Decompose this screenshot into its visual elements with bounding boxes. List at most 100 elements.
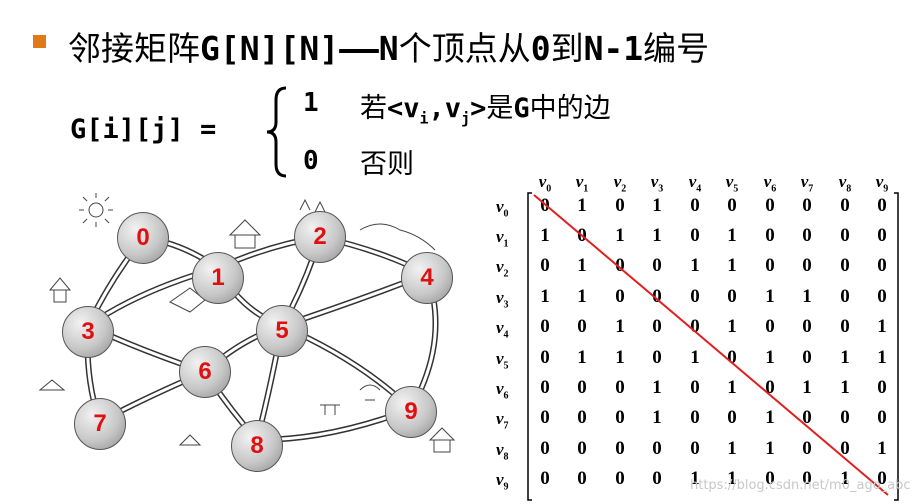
matrix-cell: 0 — [540, 347, 550, 368]
graph-node: 1 — [192, 252, 244, 304]
matrix-cell: 0 — [765, 255, 775, 276]
matrix-cell: 0 — [765, 195, 775, 216]
matrix-cell: 1 — [577, 286, 587, 307]
matrix-row-header: v8 — [496, 440, 509, 463]
graph-node: 7 — [74, 398, 126, 450]
matrix-col-header: v1 — [575, 172, 589, 195]
matrix-cell: 0 — [690, 225, 700, 246]
matrix-col-header: v9 — [875, 172, 889, 195]
matrix-cell: 1 — [802, 286, 812, 307]
matrix-col-header: v2 — [613, 172, 627, 195]
matrix-row-header: v7 — [496, 409, 509, 432]
matrix-cell: 0 — [877, 255, 887, 276]
matrix-cell: 0 — [840, 225, 850, 246]
matrix-cell: 0 — [840, 438, 850, 459]
matrix-cell: 0 — [840, 286, 850, 307]
matrix-brackets — [527, 192, 899, 501]
matrix-cell: 0 — [765, 225, 775, 246]
matrix-col-header: v6 — [763, 172, 777, 195]
matrix-cell: 1 — [877, 438, 887, 459]
graph-node: 9 — [385, 386, 437, 438]
matrix-cell: 0 — [840, 255, 850, 276]
matrix-cell: 1 — [765, 347, 775, 368]
matrix-cell: 0 — [877, 225, 887, 246]
matrix-cell: 0 — [540, 438, 550, 459]
matrix-row-header: v6 — [496, 379, 509, 402]
matrix-col-header: v8 — [838, 172, 852, 195]
matrix-cell: 0 — [690, 377, 700, 398]
matrix-cell: 0 — [690, 438, 700, 459]
matrix-cell: 0 — [652, 347, 662, 368]
matrix-col-header: v3 — [650, 172, 664, 195]
matrix-cell: 0 — [690, 286, 700, 307]
matrix-cell: 1 — [877, 347, 887, 368]
matrix-col-header: v4 — [688, 172, 702, 195]
matrix-row-header: v2 — [496, 257, 509, 280]
matrix-cell: 0 — [877, 195, 887, 216]
matrix-col-header: v0 — [538, 172, 552, 195]
matrix-cell: 0 — [802, 195, 812, 216]
matrix-cell: 0 — [615, 377, 625, 398]
matrix-row-header: v3 — [496, 288, 509, 311]
matrix-cell: 1 — [652, 377, 662, 398]
matrix-cell: 0 — [727, 286, 737, 307]
matrix-cell: 1 — [727, 316, 737, 337]
matrix-cell: 0 — [652, 468, 662, 489]
matrix-cell: 1 — [540, 225, 550, 246]
matrix-cell: 0 — [802, 255, 812, 276]
matrix-cell: 0 — [577, 225, 587, 246]
matrix-cell: 0 — [877, 286, 887, 307]
definition-condition: 若<vi,vj>是G中的边 — [360, 93, 611, 128]
matrix-cell: 1 — [727, 225, 737, 246]
matrix-cell: 0 — [577, 407, 587, 428]
graph-node: 2 — [294, 211, 346, 263]
matrix-cell: 1 — [652, 407, 662, 428]
matrix-cell: 0 — [727, 407, 737, 428]
matrix-cell: 0 — [840, 316, 850, 337]
matrix-cell: 1 — [652, 195, 662, 216]
matrix-cell: 0 — [577, 316, 587, 337]
matrix-cell: 0 — [727, 195, 737, 216]
slide-title: 邻接矩阵G[N][N]——N个顶点从0到N-1编号 — [68, 29, 710, 68]
matrix-cell: 0 — [652, 316, 662, 337]
matrix-cell: 0 — [765, 377, 775, 398]
matrix-cell: 0 — [652, 438, 662, 459]
matrix-cell: 1 — [877, 316, 887, 337]
matrix-cell: 0 — [615, 286, 625, 307]
matrix-cell: 1 — [615, 347, 625, 368]
matrix-cell: 1 — [765, 407, 775, 428]
matrix-cell: 0 — [802, 225, 812, 246]
graph-node: 4 — [401, 252, 453, 304]
matrix-cell: 0 — [615, 255, 625, 276]
matrix-cell: 0 — [540, 195, 550, 216]
matrix-cell: 1 — [765, 286, 775, 307]
matrix-cell: 0 — [802, 438, 812, 459]
matrix-row-header: v4 — [496, 318, 509, 341]
definition-lhs: G[i][j] = — [70, 114, 217, 145]
matrix-cell: 0 — [577, 438, 587, 459]
matrix-cell: 0 — [877, 407, 887, 428]
matrix-cell: 0 — [540, 316, 550, 337]
matrix-cell: 0 — [577, 377, 587, 398]
matrix-cell: 0 — [802, 347, 812, 368]
matrix-cell: 1 — [577, 347, 587, 368]
matrix-cell: 0 — [615, 468, 625, 489]
matrix-cell: 1 — [615, 316, 625, 337]
graph-node: 5 — [256, 305, 308, 357]
watermark: https://blog.csdn.net/m0_ago_abc — [690, 478, 911, 493]
brace-icon — [266, 86, 287, 178]
matrix-cell: 1 — [652, 225, 662, 246]
matrix-cell: 1 — [765, 438, 775, 459]
matrix-cell: 0 — [615, 438, 625, 459]
matrix-col-header: v5 — [725, 172, 739, 195]
matrix-cell: 0 — [802, 316, 812, 337]
matrix-cell: 0 — [615, 195, 625, 216]
matrix-cell: 0 — [540, 468, 550, 489]
matrix-cell: 1 — [690, 255, 700, 276]
graph-node: 6 — [179, 346, 231, 398]
matrix-cell: 1 — [577, 255, 587, 276]
matrix-row-header: v1 — [496, 227, 509, 250]
matrix-cell: 1 — [690, 347, 700, 368]
definition-otherwise: 否则 — [360, 149, 414, 180]
matrix-cell: 0 — [540, 407, 550, 428]
